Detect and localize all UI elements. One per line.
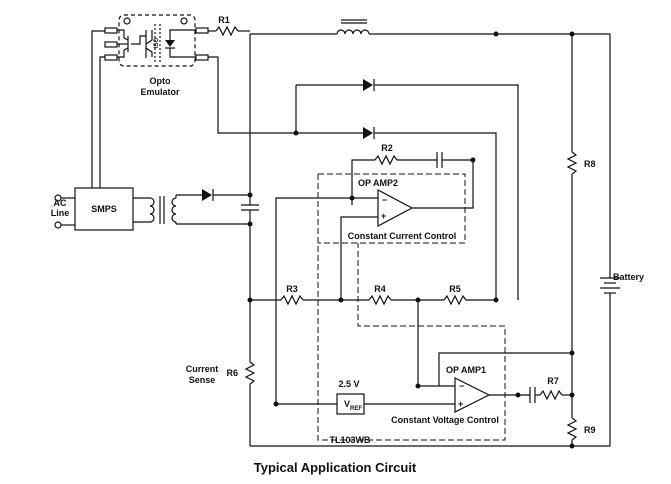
diagram-caption: Typical Application Circuit: [254, 460, 417, 475]
opto-label: Opto: [150, 76, 171, 86]
transformer: [149, 189, 250, 225]
iso-label: ISO: [154, 38, 160, 49]
battery: Battery: [600, 34, 644, 446]
diode-upper: [293, 79, 519, 300]
sense-label: Sense: [189, 375, 216, 385]
vref-block: V REF 2.5 V: [273, 379, 455, 415]
battery-label: Battery: [613, 272, 644, 282]
v25-label: 2.5 V: [338, 379, 359, 389]
opamp2-label: OP AMP2: [358, 178, 398, 188]
output-capacitor: [241, 34, 259, 300]
top-rail: [250, 19, 610, 37]
vref-sub: REF: [350, 406, 362, 412]
line-label: Line: [51, 208, 70, 218]
opamp1-label: OP AMP1: [446, 365, 486, 375]
vref-v: V: [344, 399, 350, 409]
tl103wb-region: [317, 174, 506, 441]
opamp1-minus: −: [459, 381, 464, 391]
opamp2-plus: +: [381, 211, 386, 221]
opamp1-plus: +: [458, 399, 463, 409]
cv-control-label: Constant Voltage Control: [391, 415, 499, 425]
tl103wb-label: TL103WB: [329, 435, 371, 445]
ac-label: AC: [54, 198, 67, 208]
resistor-r7: R7: [529, 376, 572, 403]
r9-label: R9: [584, 425, 596, 435]
r8-label: R8: [584, 159, 596, 169]
resistor-r1: R1: [208, 15, 250, 37]
r7-label: R7: [547, 376, 559, 386]
right-rail: R8 R9: [566, 34, 596, 449]
r5-label: R5: [449, 284, 461, 294]
r1-label: R1: [218, 15, 230, 25]
sense-line: R3 R4 R5: [247, 284, 499, 306]
r4-label: R4: [374, 284, 386, 294]
cc-region: [318, 173, 466, 244]
resistor-r6: R6 Current Sense: [186, 300, 256, 446]
smps-label: SMPS: [91, 204, 117, 214]
diode-lower: [363, 127, 497, 300]
cc-control-label: Constant Current Control: [348, 231, 457, 241]
current-label: Current: [186, 364, 219, 374]
op-amp1: − + OP AMP1 Constant Voltage Control TL1…: [329, 300, 572, 445]
opto-emulator: ISO Opto Emulator: [104, 14, 209, 97]
resistor-r2: R2: [351, 143, 476, 209]
smps-block: SMPS: [74, 187, 150, 231]
r2-label: R2: [381, 143, 393, 153]
r6-label: R6: [226, 368, 238, 378]
op-amp2: − + OP AMP2 Constant Current Control: [340, 178, 457, 300]
r3-label: R3: [286, 284, 298, 294]
ac-line: AC Line: [51, 194, 75, 229]
emulator-label: Emulator: [140, 87, 180, 97]
opamp2-minus: −: [382, 195, 387, 205]
